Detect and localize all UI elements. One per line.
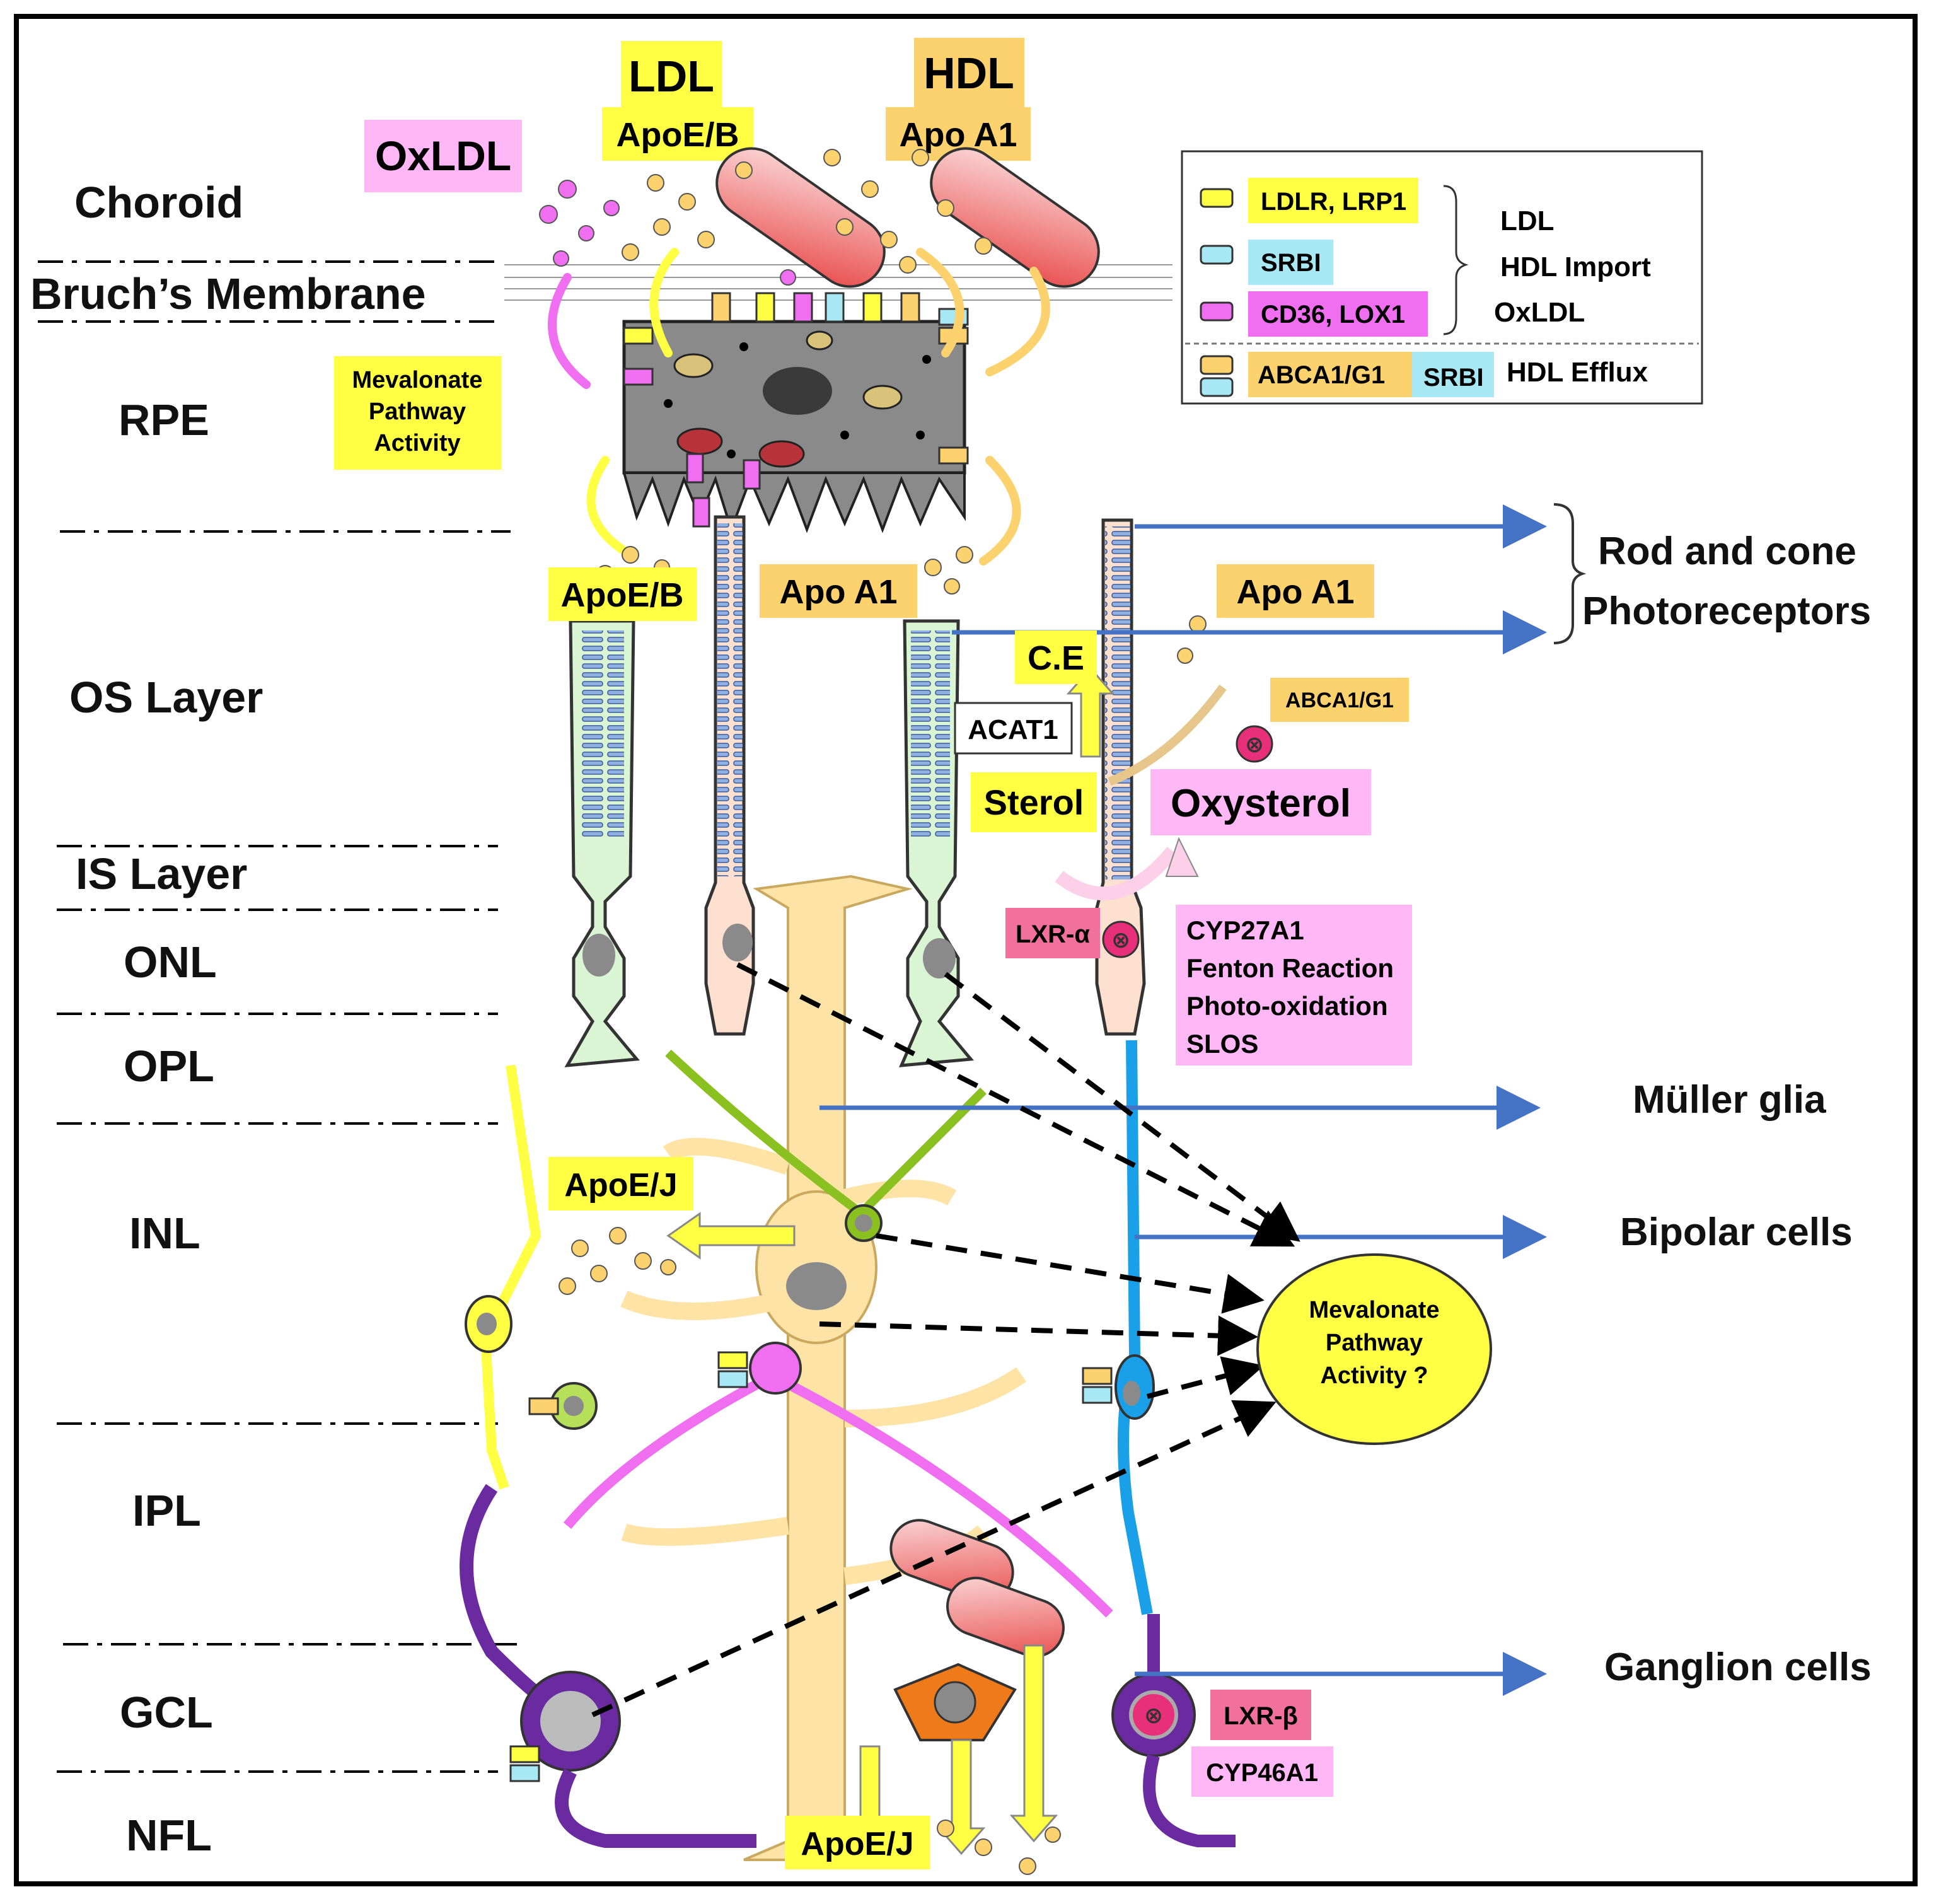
cyp-line3: Photo-oxidation (1186, 991, 1388, 1021)
horizontal-cell (465, 1064, 598, 1490)
ce-label: C.E (1028, 639, 1084, 677)
choroid-vessels (715, 147, 1100, 288)
rpe-mev-line2: Pathway (369, 398, 466, 425)
oxldl-label: OxLDL (375, 132, 511, 179)
acat1-label: ACAT1 (968, 714, 1058, 745)
muller-glia-label: Müller glia (1633, 1078, 1826, 1122)
diagram-labels: ApoE/B Apo A1 Apo A1 C.E ACAT1 Sterol Ox… (548, 564, 1412, 1869)
photoreceptors-line2: Photoreceptors (1582, 589, 1871, 633)
legend-import-hdl: HDL Import (1500, 252, 1651, 282)
apoa1-right-label: Apo A1 (1237, 573, 1355, 611)
legend-srbi2: SRBI (1423, 364, 1484, 392)
mev-q-line2: Pathway (1326, 1330, 1423, 1356)
ganglion-cell-left (460, 1483, 756, 1848)
layer-nfl: NFL (126, 1811, 212, 1860)
bipolar-cells-label: Bipolar cells (1620, 1210, 1853, 1254)
oxysterol-export: ⊗ (1055, 684, 1273, 901)
rpe-uptake-arrows (548, 248, 1050, 566)
mevalonate-arrows (591, 962, 1300, 1717)
hdl-apo-label: Apo A1 (900, 116, 1017, 154)
lipoprotein-labels: LDL ApoE/B HDL Apo A1 OxLDL (364, 38, 1031, 192)
legend-import-ldl: LDL (1500, 206, 1555, 236)
apoej-nfl-label: ApoE/J (801, 1826, 913, 1862)
legend-efflux: HDL Efflux (1507, 357, 1648, 388)
rpe-mevalonate-box: Mevalonate Pathway Activity (334, 356, 501, 470)
hdl-label: HDL (924, 49, 1014, 98)
rod-cell-left (704, 515, 755, 1036)
legend-srbi: SRBI (1261, 249, 1321, 277)
mevalonate-ellipse: Mevalonate Pathway Activity ? (1256, 1253, 1492, 1445)
cyp46-label: CYP46A1 (1206, 1759, 1318, 1787)
layer-onl: ONL (124, 937, 217, 987)
ldl-label: LDL (628, 52, 714, 101)
rpe-cell (622, 292, 969, 534)
legend-ldlr: LDLR, LRP1 (1261, 188, 1406, 216)
legend-import-ox: OxLDL (1494, 297, 1585, 328)
lipoprotein-particles (539, 149, 992, 286)
rpe-mev-line3: Activity (374, 430, 460, 456)
legend-abca: ABCA1/G1 (1258, 361, 1385, 389)
layer-dividers (38, 260, 517, 1773)
layer-os: OS Layer (69, 673, 263, 722)
layer-labels: Choroid Bruch’s Membrane RPE OS Layer IS… (30, 178, 426, 1860)
bipolar-cell-green (665, 1049, 987, 1242)
svg-text:⊗: ⊗ (1245, 731, 1264, 757)
layer-ipl: IPL (132, 1486, 201, 1535)
rpe-mev-line1: Mevalonate (352, 367, 483, 393)
cone-cell-left (564, 619, 640, 1067)
oxysterol-label: Oxysterol (1171, 782, 1351, 825)
photoreceptors-line1: Rod and cone (1598, 530, 1856, 573)
ganglion-cells-label: Ganglion cells (1604, 1646, 1872, 1689)
retinal-vessels (889, 1519, 1065, 1741)
layer-gcl: GCL (120, 1688, 213, 1737)
layer-inl: INL (129, 1209, 200, 1258)
cyp-line2: Fenton Reaction (1186, 953, 1394, 983)
cone-cell-middle (899, 619, 974, 1067)
layer-rpe: RPE (119, 395, 209, 444)
bipolar-cell-blue (1082, 1040, 1155, 1615)
amacrine-cell (563, 1342, 1113, 1618)
svg-text:⊗: ⊗ (1111, 927, 1130, 953)
cyp-line4: SLOS (1186, 1029, 1258, 1059)
apoej-particles (559, 546, 1207, 1875)
cell-type-labels: Rod and cone Photoreceptors Müller glia … (1553, 503, 1872, 1689)
mev-q-line1: Mevalonate (1309, 1297, 1440, 1323)
legend: LDLR, LRP1 SRBI CD36, LOX1 LDL HDL Impor… (1181, 150, 1703, 405)
svg-text:⊗: ⊗ (1144, 1702, 1163, 1728)
lxra-label: LXR-α (1016, 920, 1090, 948)
apoeb-label: ApoE/B (561, 576, 684, 614)
ldl-apo-label: ApoE/B (617, 116, 739, 154)
abca-small-label: ABCA1/G1 (1285, 688, 1394, 712)
legend-cd36: CD36, LOX1 (1261, 301, 1405, 328)
layer-choroid: Choroid (74, 178, 243, 227)
layer-bruchs: Bruch’s Membrane (30, 269, 426, 318)
lxrb-label: LXR-β (1224, 1702, 1298, 1730)
apoa1-left-label: Apo A1 (780, 573, 898, 611)
layer-opl: OPL (124, 1042, 214, 1091)
cyp-line1: CYP27A1 (1186, 915, 1304, 945)
apoej-inl-label: ApoE/J (564, 1167, 677, 1204)
mev-q-line3: Activity ? (1320, 1362, 1428, 1389)
sterol-label: Sterol (984, 782, 1084, 822)
layer-is: IS Layer (76, 849, 247, 898)
